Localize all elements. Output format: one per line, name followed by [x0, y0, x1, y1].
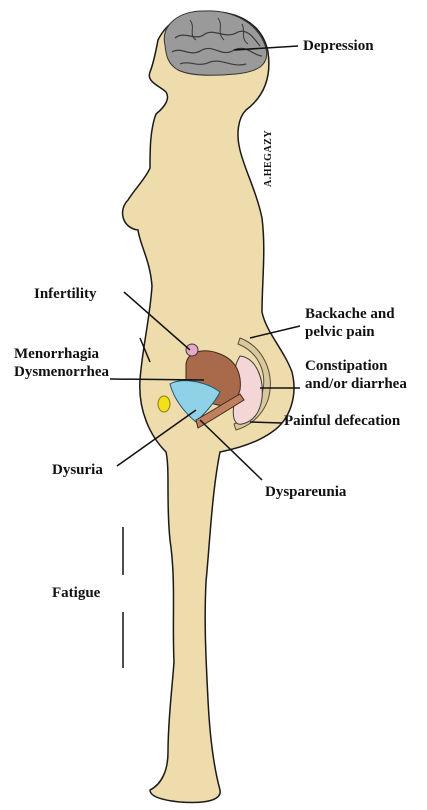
endometriosis-lesion-icon [158, 396, 170, 412]
label-constipation-line1: Constipation [305, 358, 388, 375]
label-dysmenorrhea: Dysmenorrhea [14, 364, 109, 381]
label-depression: Depression [303, 38, 374, 55]
dysmenorrhea-leader [110, 379, 204, 380]
artist-signature: A.HEGAZY [262, 127, 276, 187]
label-dysuria: Dysuria [52, 462, 103, 479]
brain-icon [164, 11, 266, 75]
label-backache-line1: Backache and [305, 306, 395, 323]
label-backache-line2: pelvic pain [305, 324, 375, 341]
label-constipation-line2: and/or diarrhea [305, 376, 407, 393]
label-menorrhagia: Menorrhagia [14, 346, 99, 363]
ovary-icon [186, 344, 198, 356]
label-painful-defecation: Painful defecation [284, 413, 400, 430]
painful-defecation-leader [250, 422, 282, 423]
label-infertility: Infertility [34, 286, 96, 303]
label-dyspareunia: Dyspareunia [265, 484, 346, 501]
label-fatigue: Fatigue [52, 585, 100, 602]
